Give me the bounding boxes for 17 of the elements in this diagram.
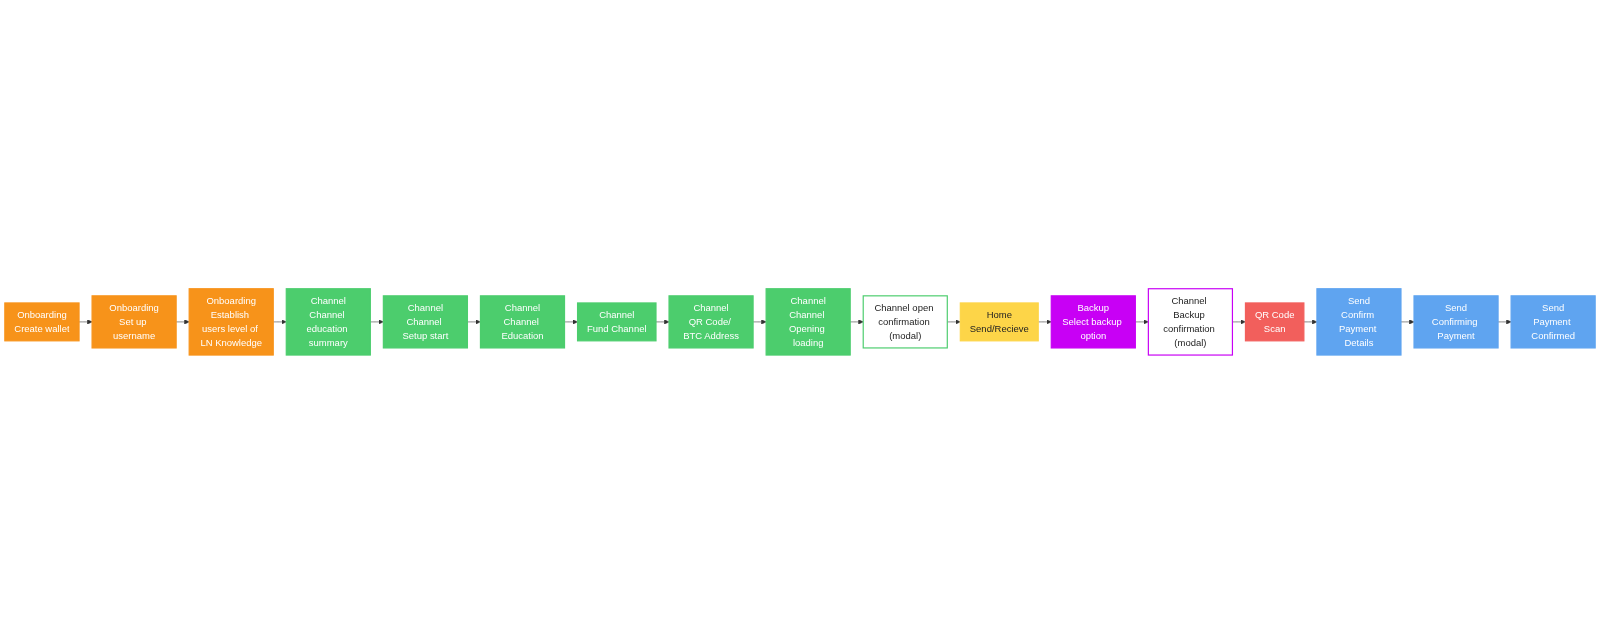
node-box: Channel open confirmation (modal) <box>862 295 948 349</box>
node-box: QR Code Scan <box>1244 302 1305 342</box>
node-box: Channel QR Code/ BTC Address <box>668 295 754 349</box>
node-box: Send Payment Confirmed <box>1510 295 1596 349</box>
node-box: Channel Channel Education <box>479 295 566 349</box>
node-box: Channel Backup confirmation (modal) <box>1147 288 1233 356</box>
node-box: Send Confirming Payment <box>1413 295 1499 349</box>
node-box: Send Confirm Payment Details <box>1316 288 1402 356</box>
node-box: Channel Fund Channel <box>576 302 657 342</box>
node-box: Backup Select backup option <box>1050 295 1136 349</box>
node-box: Onboarding Create wallet <box>4 302 80 342</box>
node-box: Onboarding Set up username <box>91 295 177 349</box>
node-box: Home Send/Recieve <box>959 302 1039 342</box>
node-box: Channel Channel education summary <box>285 288 371 356</box>
node-box: Onboarding Establish users level of LN Knowledge <box>188 288 274 356</box>
node-box: Channel Channel Opening loading <box>765 288 851 356</box>
node-box: Channel Channel Setup start <box>382 295 468 349</box>
